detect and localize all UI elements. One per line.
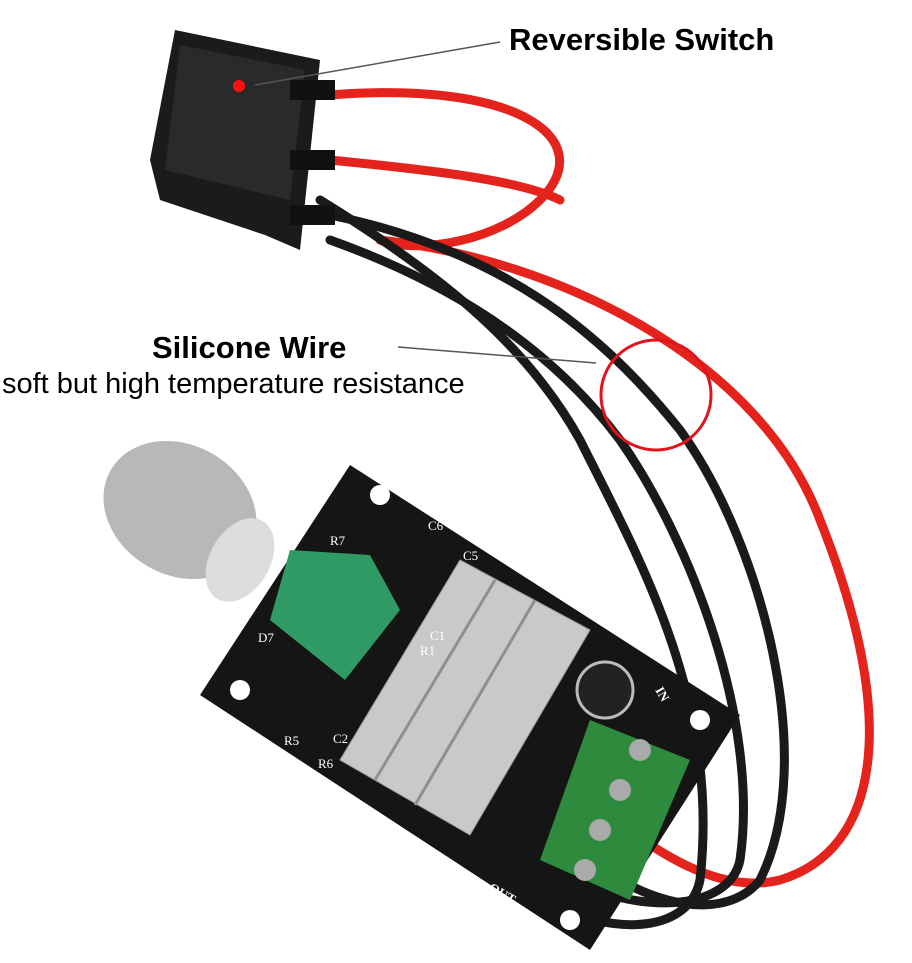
wire-callout-line	[397, 346, 597, 364]
switch-callout-line	[254, 41, 501, 86]
silicone-wire-label: Silicone Wire	[152, 330, 347, 365]
pcb-label-c2: C2	[333, 731, 348, 746]
pcb-label-c1: C1	[430, 628, 445, 643]
pcb-label-r7: R7	[330, 533, 346, 548]
highlight-circle	[599, 338, 713, 452]
pcb-label-c5: C5	[463, 548, 478, 563]
pcb-label-r1: R1	[420, 643, 435, 658]
pcb-board: C6 C5 R7 C1 R1 D7 R5 R6 C2 IN OUT	[103, 440, 740, 950]
silicone-wire-description: soft but high temperature resistance	[2, 368, 465, 400]
pcb-label-r5: R5	[284, 733, 299, 748]
pcb-label-d7: D7	[258, 630, 274, 645]
rocker-switch	[150, 30, 335, 250]
pcb-label-r6: R6	[318, 756, 334, 771]
wires	[315, 88, 874, 930]
reversible-switch-label: Reversible Switch	[509, 22, 775, 57]
pcb-label-c6: C6	[428, 518, 444, 533]
indicator-dot	[233, 80, 245, 92]
